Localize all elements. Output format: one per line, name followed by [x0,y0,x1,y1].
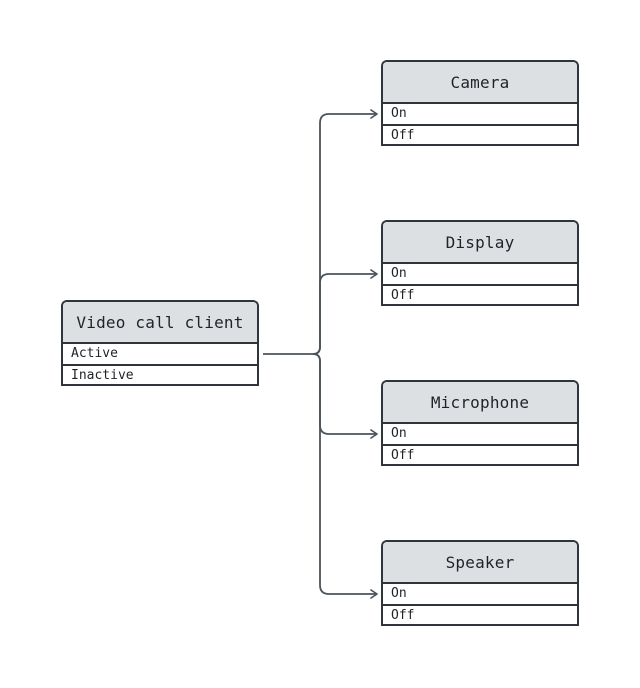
state-on: On [391,106,407,121]
node-title: Camera [383,62,577,104]
state-on: On [391,586,407,601]
state-off: Off [383,604,577,624]
state-off: Off [383,444,577,464]
connector-to-speaker [312,353,378,599]
state-on: On [391,426,407,441]
node-title: Speaker [383,542,577,584]
node-title: Microphone [383,382,577,424]
state-active: Active [71,346,118,361]
speaker-node: Speaker On Off [381,540,579,626]
state-on: On [391,266,407,281]
connector-to-camera [312,109,378,355]
video-call-client-node: Video call client Active Inactive [61,300,259,386]
node-title: Video call client [63,302,257,344]
connector-to-display [312,269,378,355]
microphone-node: Microphone On Off [381,380,579,466]
state-off: Off [383,284,577,304]
node-title: Display [383,222,577,264]
display-node: Display On Off [381,220,579,306]
camera-node: Camera On Off [381,60,579,146]
connector-to-microphone [312,353,378,439]
state-off: Off [383,124,577,144]
state-inactive: Inactive [63,364,257,384]
